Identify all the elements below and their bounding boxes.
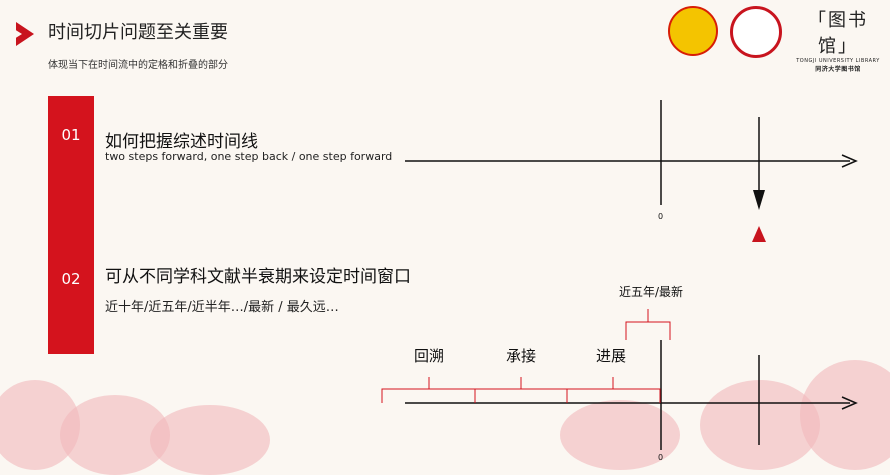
- down-arrowhead: [753, 190, 765, 210]
- library-logo: 「图书馆」 TONGJI UNIVERSITY LIBRARY 同济大学图书馆: [796, 10, 880, 73]
- item-number-2: 02: [61, 270, 81, 288]
- axis-arrowhead: [841, 154, 858, 168]
- zero-label-2: 0: [658, 453, 663, 462]
- brace-recent: [625, 309, 671, 340]
- item-heading-2: 可从不同学科文献半衰期来设定时间窗口: [105, 267, 411, 287]
- university-seal-logo: [730, 6, 782, 58]
- segment-label-progress: 进展: [596, 347, 627, 365]
- item-number-1: 01: [61, 126, 81, 144]
- chevron-right-icon: [16, 22, 34, 46]
- axis-arrowhead: [841, 396, 858, 410]
- page-subtitle: 体现当下在时间流中的定格和折叠的部分: [48, 60, 228, 71]
- timeline-diagrams: 0 0: [381, 100, 858, 462]
- recent-window-label: 近五年/最新: [619, 285, 684, 299]
- brace-recall: [381, 377, 476, 403]
- youth-league-logo: [668, 6, 718, 56]
- item-text-1: two steps forward, one step back / one s…: [105, 150, 393, 163]
- chevron-right-icon: [14, 29, 22, 39]
- segment-label-continue: 承接: [506, 347, 537, 365]
- brace-continue: [474, 377, 568, 403]
- brace-progress: [566, 377, 661, 403]
- segment-label-recall: 回溯: [414, 347, 445, 365]
- red-triangle-marker: [752, 226, 766, 242]
- zero-label-1: 0: [658, 212, 663, 221]
- item-text-2: 近十年/近五年/近半年…/最新 / 最久远…: [105, 300, 339, 315]
- accent-bar: [48, 96, 94, 354]
- page-title: 时间切片问题至关重要: [48, 22, 228, 43]
- item-heading-1: 如何把握综述时间线: [105, 132, 258, 152]
